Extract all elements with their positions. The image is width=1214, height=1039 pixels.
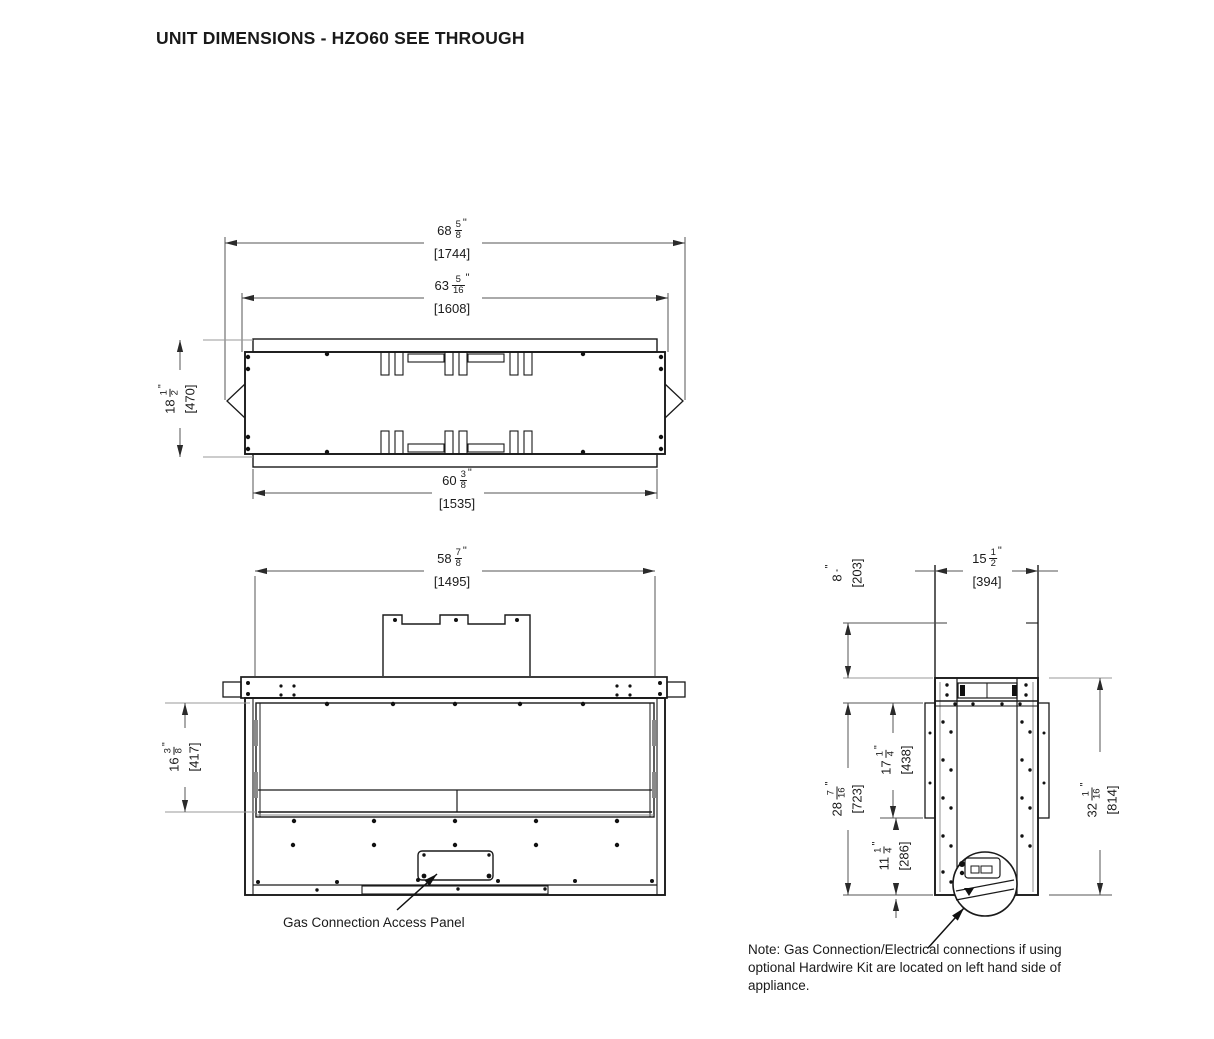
right-arrow-mark (664, 383, 684, 419)
leader-arrows (396, 873, 965, 949)
detail-circle (952, 851, 1018, 917)
gas-valve-detail (952, 851, 1018, 917)
note-line-1: Note: Gas Connection/Electrical connecti… (748, 942, 1062, 957)
hinge-marks (254, 720, 656, 798)
top-brackets (380, 351, 533, 376)
note-line-2: optional Hardwire Kit are located on lef… (748, 959, 1061, 975)
top-view (226, 338, 684, 468)
front-view-screws (246, 618, 662, 892)
front-view (222, 614, 686, 896)
glass-opening (255, 702, 655, 818)
note-line-3: appliance. (748, 977, 810, 993)
top-view-screws (245, 351, 664, 455)
dimension-linework (165, 237, 1112, 918)
left-arrow-mark (226, 383, 246, 419)
access-panel-leader (396, 873, 438, 911)
page-title: UNIT DIMENSIONS - HZO60 SEE THROUGH (156, 28, 525, 48)
bottom-brackets (380, 430, 533, 455)
side-view-screws (928, 683, 1046, 884)
access-panel (417, 850, 494, 881)
standoff-shield (382, 614, 531, 676)
note-leader (927, 907, 965, 949)
side-view (924, 565, 1050, 917)
note-text: Note: Gas Connection/Electrical connecti… (748, 941, 1062, 994)
gas-access-panel-label: Gas Connection Access Panel (283, 915, 465, 930)
